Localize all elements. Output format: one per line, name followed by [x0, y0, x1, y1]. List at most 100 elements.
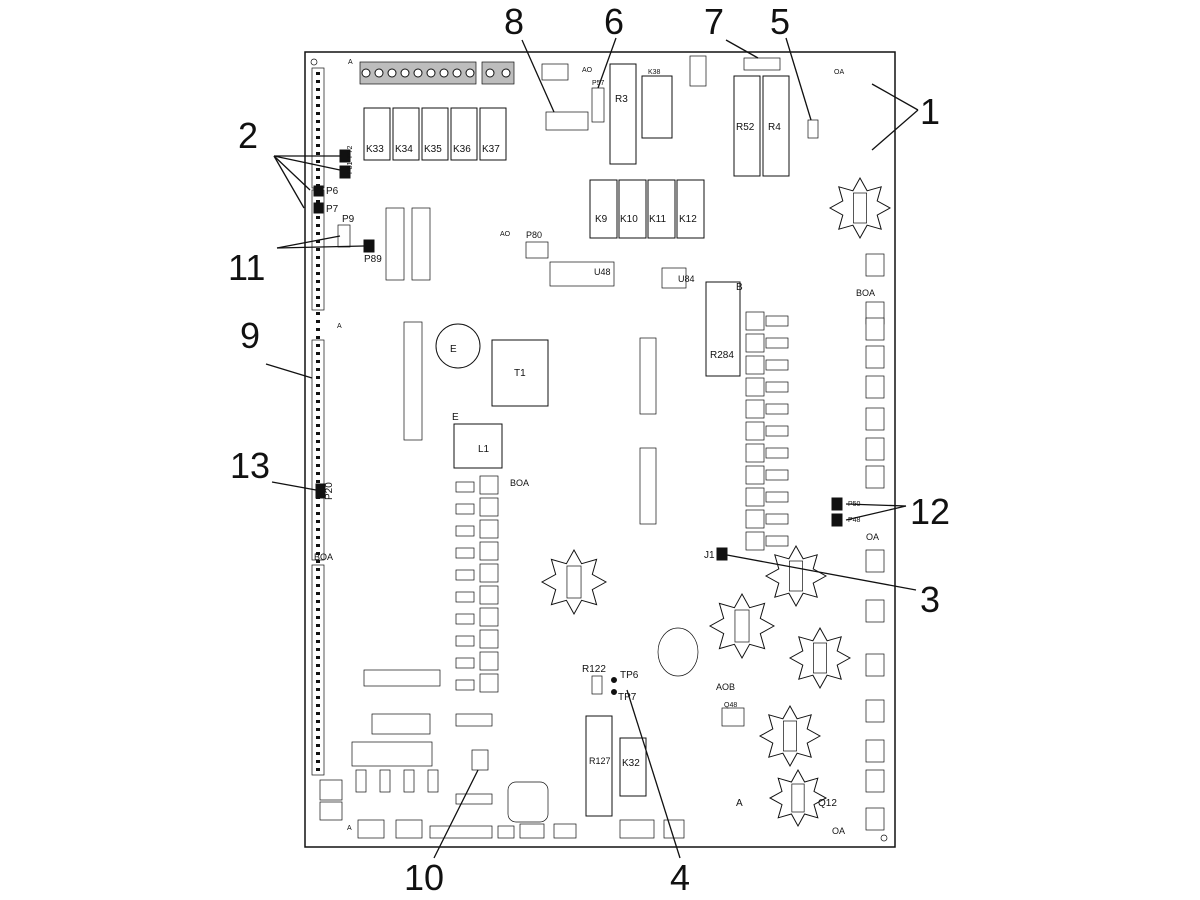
pin-mark [316, 560, 320, 563]
side-connector [865, 375, 885, 399]
testpoint-tp7-dot [611, 689, 617, 695]
side-connector [865, 345, 885, 369]
terminal-screw [439, 68, 449, 78]
relay-bank-top [363, 107, 507, 161]
label-p80: P80 [526, 230, 542, 240]
relay-small [745, 509, 765, 529]
pin-mark [316, 120, 320, 123]
terminal-screw [400, 68, 410, 78]
connector-p48 [831, 513, 843, 527]
pin-mark [316, 72, 320, 75]
connector-p81 [339, 165, 351, 179]
pin-mark [316, 720, 320, 723]
pin-mark [316, 280, 320, 283]
relay-terminal [455, 503, 475, 515]
left-edge-connectors [311, 67, 325, 776]
relay-small [745, 421, 765, 441]
relay-small [479, 607, 499, 627]
relay-terminal [455, 613, 475, 625]
relay-small [479, 475, 499, 495]
pin-mark [316, 512, 320, 515]
resistor-r284-body [705, 281, 741, 377]
connector-p57 [591, 87, 605, 123]
relay-small [745, 311, 765, 331]
marking-aob: AOB [716, 682, 735, 692]
pin-mark [316, 736, 320, 739]
relay-terminal [455, 679, 475, 691]
pin-mark [316, 760, 320, 763]
label-k38: K38 [648, 69, 661, 76]
relay-k10: K10 [620, 214, 638, 225]
heatsink-transistor [566, 565, 582, 599]
callout-5: 5 [770, 1, 790, 42]
marking-a-left: A [337, 323, 342, 330]
relay-small [479, 585, 499, 605]
relay-terminal [765, 535, 789, 547]
terminal-screw [501, 68, 511, 78]
top-terminal-block [359, 61, 515, 85]
relay-terminal [765, 315, 789, 327]
pin-mark [316, 424, 320, 427]
pin-mark [316, 104, 320, 107]
callout-1: 1 [920, 91, 940, 132]
pin-mark [316, 688, 320, 691]
jumper-j1-body [716, 547, 728, 561]
connector-callout-8 [545, 111, 589, 131]
relay-k37: K37 [482, 144, 500, 155]
pin-mark [316, 384, 320, 387]
relay-small [479, 563, 499, 583]
pin-mark [316, 464, 320, 467]
pin-mark [316, 368, 320, 371]
relay-small [745, 443, 765, 463]
testpoint-tp7: TP7 [618, 692, 637, 703]
relay-small [745, 531, 765, 551]
pin-mark [316, 768, 320, 771]
terminal-screw [413, 68, 423, 78]
pin-mark [316, 584, 320, 587]
marking-oa-bottom: OA [832, 826, 845, 836]
pin-mark [316, 520, 320, 523]
marking-e: E [450, 344, 457, 355]
pin-mark [316, 480, 320, 483]
pin-mark [316, 296, 320, 299]
side-connector [865, 653, 885, 677]
pin-mark [316, 176, 320, 179]
connector-callout-10 [471, 749, 489, 771]
callout-11: 11 [228, 247, 265, 288]
resistor-r52: R52 [736, 122, 755, 133]
side-connector [865, 253, 885, 277]
pin-mark [316, 456, 320, 459]
marking-oa-top: OA [834, 69, 844, 76]
pin-mark [316, 144, 320, 147]
relay-k36: K36 [453, 144, 471, 155]
marking-e-2: E [452, 412, 459, 423]
bottom-connectors [319, 779, 685, 839]
side-connector [865, 769, 885, 793]
relay-row-bottom-left [351, 713, 493, 793]
callout-12: 12 [910, 491, 950, 532]
side-connector [865, 807, 885, 831]
relay-terminal [765, 403, 789, 415]
connector-p50 [831, 497, 843, 511]
inductor-l1-body [453, 423, 503, 469]
pin-mark [316, 592, 320, 595]
terminal-screw [452, 68, 462, 78]
pin-mark [316, 128, 320, 131]
pin-mark [316, 576, 320, 579]
resistor-r3: R3 [615, 94, 628, 105]
relay-k12: K12 [679, 214, 697, 225]
side-connector [865, 599, 885, 623]
side-connector [865, 549, 885, 573]
connector-p7 [313, 202, 324, 214]
relay-terminal [765, 447, 789, 459]
pin-mark [316, 288, 320, 291]
relay-terminal [765, 425, 789, 437]
pin-mark [316, 216, 320, 219]
pin-mark [316, 680, 320, 683]
callout-2: 2 [238, 115, 258, 156]
pin-mark [316, 432, 320, 435]
pin-mark [316, 264, 320, 267]
callout-4: 4 [670, 857, 690, 898]
pin-mark [316, 328, 320, 331]
pin-mark [316, 360, 320, 363]
